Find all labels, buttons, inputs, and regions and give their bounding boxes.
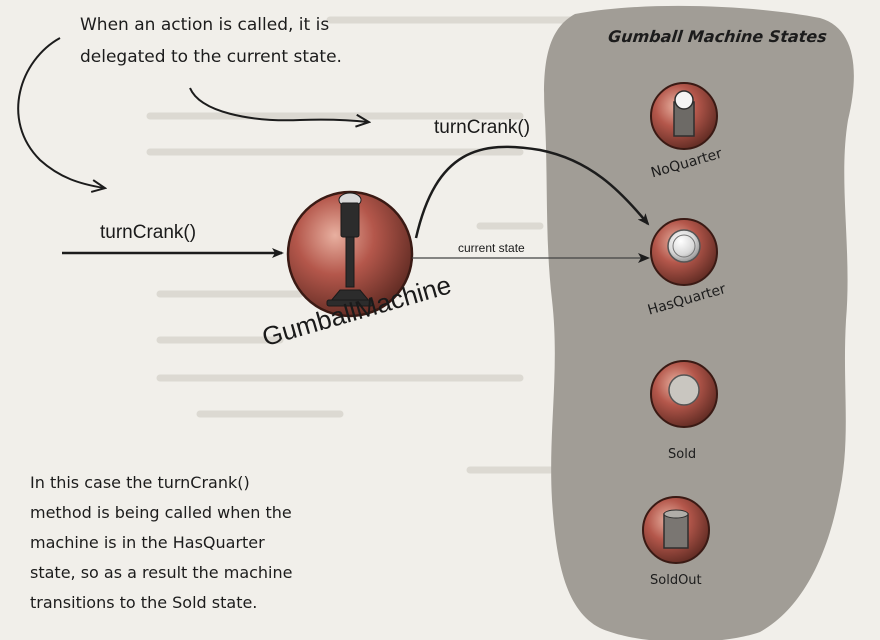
- top-note-line-1: When an action is called, it is: [80, 15, 329, 35]
- gumball-machine: [286, 190, 414, 318]
- states-cloud: [544, 5, 854, 640]
- state-label-sold: Sold: [668, 447, 696, 462]
- bottom-note-line-2: method is being called when the: [30, 503, 292, 522]
- bottom-note-line-5: transitions to the Sold state.: [30, 593, 257, 612]
- state-label-soldout: SoldOut: [650, 573, 702, 588]
- turncrank-label-left: turnCrank(): [100, 222, 196, 243]
- states-title: Gumball Machine States: [607, 27, 828, 46]
- bottom-note: In this case the turnCrank() method is b…: [30, 473, 292, 612]
- empty-chamber-icon: [663, 513, 689, 549]
- state-sold: Sold: [650, 360, 718, 462]
- delegation-arrow: [414, 145, 650, 239]
- top-note-line-2: delegated to the current state.: [80, 47, 342, 67]
- bottom-note-line-1: In this case the turnCrank(): [30, 473, 250, 492]
- top-note: When an action is called, it is delegate…: [80, 15, 342, 67]
- crank-stand-icon: [326, 192, 374, 307]
- note-arrow-curve-left: [17, 37, 104, 188]
- state-soldout: SoldOut: [642, 496, 710, 588]
- bottom-note-line-4: state, so as a result the machine: [30, 563, 292, 582]
- turncrank-label-right: turnCrank(): [434, 117, 530, 138]
- current-state-label: current state: [458, 241, 525, 255]
- bottom-note-line-3: machine is in the HasQuarter: [30, 533, 265, 552]
- gumball-icon: [668, 374, 700, 406]
- note-arrow-curve-right: [189, 87, 368, 122]
- background-page-lines: [146, 16, 594, 474]
